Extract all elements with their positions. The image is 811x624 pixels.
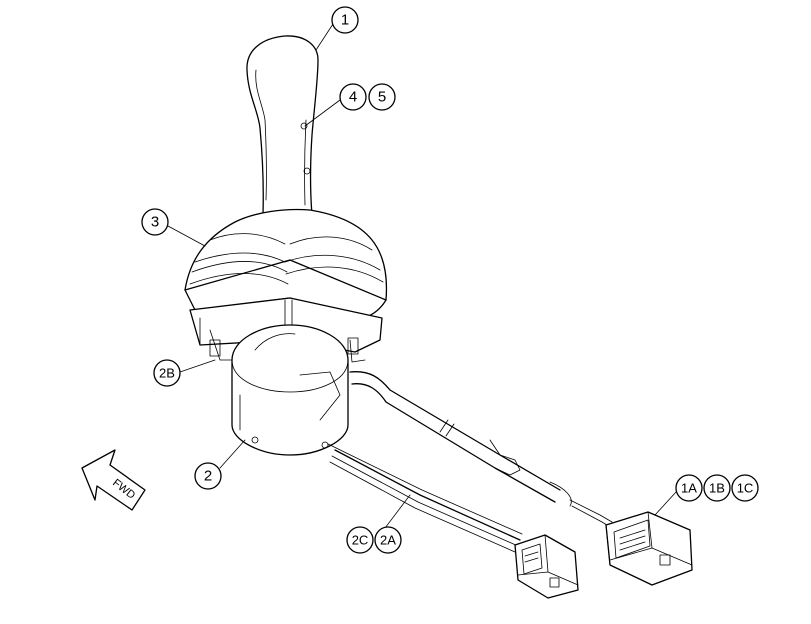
svg-text:3: 3	[151, 214, 159, 231]
callout-2C: 2C	[346, 526, 374, 554]
callout-1: 1	[331, 6, 359, 34]
svg-text:1B: 1B	[709, 481, 725, 496]
callout-1B: 1B	[703, 474, 731, 502]
set-screw-upper	[300, 122, 308, 130]
svg-text:1: 1	[341, 12, 349, 29]
svg-text:2B: 2B	[159, 366, 175, 381]
svg-text:1C: 1C	[737, 481, 754, 496]
svg-text:4: 4	[349, 89, 357, 106]
svg-text:2A: 2A	[380, 533, 396, 548]
callout-2B: 2B	[153, 359, 181, 387]
set-screw-lower	[303, 167, 311, 175]
callout-5: 5	[368, 83, 396, 111]
svg-text:5: 5	[378, 89, 386, 106]
callout-1A: 1A	[675, 474, 703, 502]
svg-text:2: 2	[204, 468, 212, 485]
harness-upper	[349, 371, 613, 529]
fwd-direction-arrow: FWD	[81, 449, 146, 511]
harness-lower	[327, 443, 523, 553]
connector-1	[605, 511, 693, 586]
connector-2	[514, 534, 579, 599]
callout-2: 2	[194, 462, 222, 490]
joystick-handle	[246, 35, 319, 216]
svg-text:1A: 1A	[681, 481, 697, 496]
svg-text:2C: 2C	[352, 533, 369, 548]
callout-3: 3	[141, 208, 169, 236]
rubber-boot	[184, 208, 388, 321]
callout-2A: 2A	[374, 526, 402, 554]
callout-4: 4	[339, 83, 367, 111]
sensor-housing	[231, 324, 349, 456]
callout-1C: 1C	[731, 474, 759, 502]
